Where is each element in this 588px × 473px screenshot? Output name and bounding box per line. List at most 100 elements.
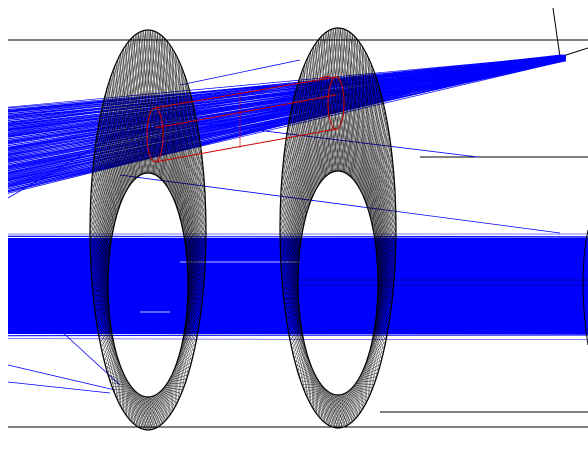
coil-mesh-line bbox=[148, 393, 159, 431]
coil-mesh-line bbox=[139, 31, 152, 174]
coil-mesh-line bbox=[165, 385, 185, 387]
coil-mesh-line bbox=[328, 27, 340, 175]
coil-mesh-line bbox=[355, 377, 360, 419]
coil-mesh-line bbox=[318, 381, 322, 421]
coil-mesh-line bbox=[297, 83, 305, 224]
coil-mesh-line bbox=[94, 148, 109, 267]
coil-mesh-line bbox=[123, 46, 126, 197]
coil-mesh-line bbox=[297, 345, 305, 373]
coil-mesh-line bbox=[111, 73, 131, 185]
coil-mesh-line bbox=[279, 233, 300, 314]
coil-mesh-line bbox=[170, 373, 173, 414]
coil-mesh-line bbox=[362, 105, 385, 195]
coil-mesh-line bbox=[342, 41, 360, 172]
coil-mesh-line bbox=[182, 176, 205, 230]
coil-mesh-line bbox=[99, 117, 111, 247]
coil-mesh-line bbox=[376, 141, 391, 258]
coil-mesh-line bbox=[117, 59, 120, 208]
coil-mesh-line bbox=[187, 223, 207, 307]
coil-mesh-line bbox=[90, 265, 109, 281]
coil-mesh-line bbox=[375, 245, 397, 318]
coil-mesh-line bbox=[91, 283, 114, 341]
coil-mesh-line bbox=[91, 277, 109, 288]
coil-mesh-line bbox=[187, 293, 203, 295]
red-cylinder[interactable] bbox=[146, 75, 345, 163]
converging-beam bbox=[7, 54, 566, 194]
coil-mesh-line bbox=[317, 35, 322, 187]
coil-mesh-line bbox=[300, 75, 320, 184]
coil-mesh-line bbox=[181, 347, 187, 379]
coil-mesh-line bbox=[176, 362, 179, 401]
coil-mesh-line bbox=[125, 377, 128, 417]
coil-mesh-line bbox=[315, 375, 318, 415]
coil-left[interactable] bbox=[89, 29, 207, 431]
coil-mesh-line bbox=[281, 275, 303, 336]
coil-mesh-line bbox=[118, 56, 137, 179]
coil-mesh-line bbox=[171, 102, 193, 195]
coil-mesh-line bbox=[304, 64, 308, 211]
coil-mesh-line bbox=[340, 390, 350, 428]
coil-mesh-line bbox=[280, 198, 299, 295]
coil-mesh-line bbox=[296, 87, 317, 189]
coil-mesh-line bbox=[184, 329, 195, 353]
coil-mesh-line bbox=[94, 154, 109, 270]
coil-mesh-line bbox=[358, 87, 380, 188]
coil-mesh-line bbox=[133, 396, 148, 424]
coil-mesh-line bbox=[371, 345, 377, 377]
coil-mesh-line bbox=[184, 332, 193, 358]
coil-mesh-line bbox=[320, 31, 327, 182]
coil-mesh-line bbox=[138, 396, 152, 428]
coil-mesh-line bbox=[167, 378, 187, 383]
coil-mesh-line bbox=[285, 141, 299, 261]
coil-mesh-line bbox=[181, 294, 204, 344]
coil-mesh-line bbox=[115, 63, 119, 210]
right-edge-ellipse bbox=[582, 229, 588, 346]
coil-mesh-line bbox=[305, 388, 325, 396]
coil-mesh-line bbox=[134, 396, 150, 426]
coil-right[interactable] bbox=[279, 27, 397, 429]
coil-mesh-line bbox=[280, 257, 299, 276]
coil-mesh-line bbox=[187, 297, 203, 301]
coil-mesh-line bbox=[169, 375, 172, 417]
coil-mesh-line bbox=[368, 355, 372, 392]
coil-mesh-line bbox=[341, 39, 358, 172]
coil-mesh-line bbox=[106, 89, 114, 229]
coil-mesh-line bbox=[179, 316, 201, 355]
coil-mesh-line bbox=[280, 263, 299, 279]
coil-mesh-line bbox=[371, 342, 379, 373]
coil-mesh-line bbox=[91, 277, 113, 338]
coil-mesh-line bbox=[307, 57, 310, 206]
coil-mesh-line bbox=[186, 223, 207, 255]
coil-mesh-line bbox=[127, 381, 131, 421]
converging-ray bbox=[7, 55, 564, 151]
coil-mesh-line bbox=[117, 391, 137, 401]
coil-mesh-line bbox=[279, 221, 300, 308]
coil-mesh-line bbox=[332, 29, 345, 173]
coil-mesh-line bbox=[136, 30, 146, 178]
coil-mesh-line bbox=[92, 165, 109, 277]
coil-mesh-line bbox=[333, 393, 346, 428]
coil-mesh-line bbox=[163, 69, 183, 182]
coil-mesh-line bbox=[184, 200, 206, 242]
coil-mesh-line bbox=[131, 37, 146, 174]
coil-mesh-line bbox=[136, 396, 151, 427]
coil-mesh-line bbox=[375, 120, 388, 245]
coil-mesh-line bbox=[152, 391, 161, 430]
coil-mesh-line bbox=[143, 31, 156, 174]
coil-mesh-line bbox=[377, 174, 395, 278]
coil-mesh-line bbox=[356, 79, 377, 184]
coil-mesh-line bbox=[325, 28, 334, 177]
coil-mesh-line bbox=[97, 132, 110, 257]
coil-mesh-line bbox=[128, 383, 132, 423]
coil-mesh-line bbox=[136, 392, 144, 430]
coil-mesh-line bbox=[346, 49, 365, 174]
coil-mesh-line bbox=[169, 93, 191, 191]
coil-mesh-line bbox=[187, 194, 206, 290]
coil-mesh-line bbox=[286, 320, 309, 358]
coil-mesh-line bbox=[281, 186, 299, 288]
coil-mesh-line bbox=[377, 215, 397, 301]
coil-mesh-line bbox=[144, 32, 158, 174]
coil-mesh-line bbox=[155, 388, 164, 429]
coil-mesh-line bbox=[369, 353, 373, 389]
